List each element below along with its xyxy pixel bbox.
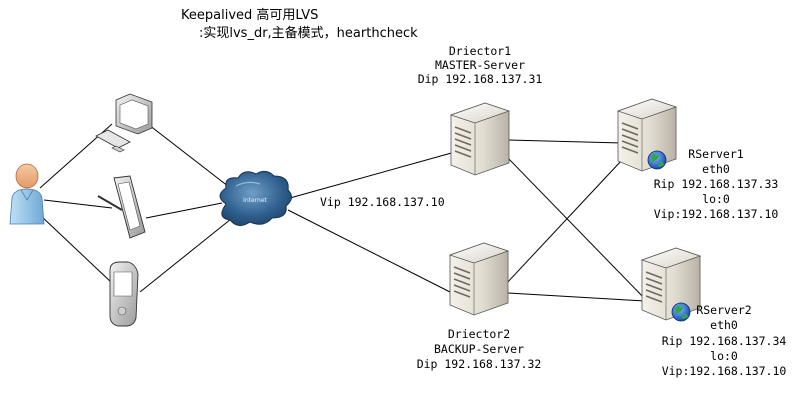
director2-role: BACKUP-Server [433,342,525,356]
rserver1-lo: lo:0 [702,192,730,206]
vip-label: Vip 192.168.137.10 [320,195,445,209]
link-internet-director2 [287,209,453,294]
rserver1-vip: Vip:192.168.137.10 [653,207,779,221]
link-user-phone [39,214,113,284]
director2-name: Driector2 [447,327,511,341]
connection-lines [39,117,649,303]
link-director1-rserver1 [507,139,623,144]
rserver2-iface: eth0 [710,318,738,332]
link-director1-rserver2 [504,154,649,303]
tablet-icon [97,175,146,239]
rserver2-vip: Vip:192.168.137.10 [661,364,787,378]
user-icon [9,163,45,225]
rserver2-lo: lo:0 [710,349,738,363]
rserver1-rip: Rip 192.168.137.33 [653,177,779,191]
link-user-tablet [43,199,113,209]
director2-server-icon [448,242,510,316]
link-internet-director1 [289,151,456,199]
director1-name: Driector1 [448,44,512,58]
internet-label: Internet [243,197,267,204]
rserver1-server-icon [616,98,678,172]
rserver1-iface: eth0 [702,162,730,176]
internet-cloud-icon [219,170,292,226]
director1-server-icon [449,102,511,176]
phone-icon [109,261,139,327]
rserver1-name: RServer1 [688,147,744,161]
rserver2-name: RServer2 [696,303,752,317]
desktop-computer-icon [95,93,153,153]
director1-role: MASTER-Server [434,58,526,72]
rserver2-globe-icon [671,302,691,322]
diagram-subtitle: :实现lvs_dr,主备模式，hearthcheck [199,26,418,41]
link-director2-rserver1 [504,159,623,286]
link-director2-rserver2 [507,292,646,302]
rserver2-rip: Rip 192.168.137.34 [661,334,787,348]
director2-dip: Dip 192.168.137.32 [416,357,542,371]
link-phone-internet [139,214,237,293]
director1-dip: Dip 192.168.137.31 [417,72,543,86]
diagram-title: Keepalived 高可用LVS [181,8,319,23]
link-tablet-internet [145,202,223,219]
rserver2-server-icon [640,247,702,321]
rserver1-globe-icon [647,150,667,170]
link-desktop-internet [139,117,234,191]
